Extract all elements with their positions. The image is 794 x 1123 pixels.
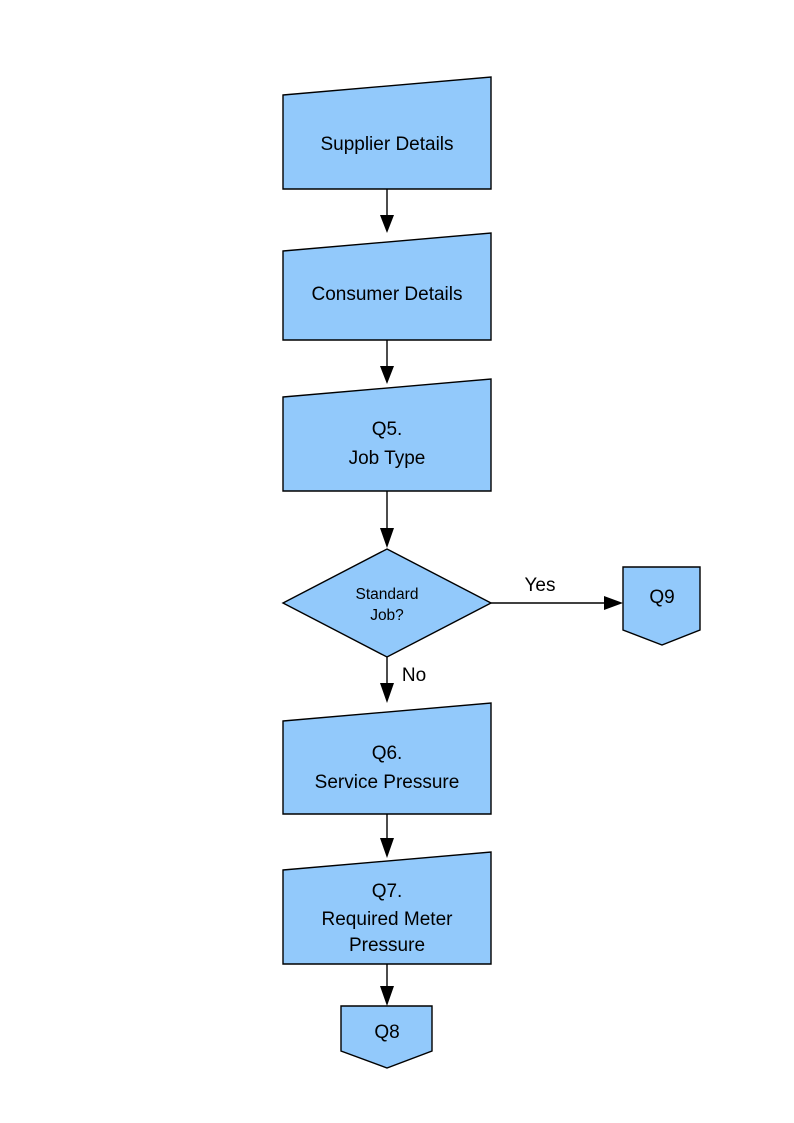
consumer-details-shape[interactable] xyxy=(282,232,492,341)
edge-q5-to-decision xyxy=(380,491,394,548)
q9-shape[interactable] xyxy=(622,566,701,646)
q7-shape[interactable] xyxy=(282,851,492,965)
q5-shape[interactable] xyxy=(282,378,492,492)
node-q7[interactable]: Q7. Required Meter Pressure xyxy=(282,851,492,965)
edge-q6-to-q7-arrowhead xyxy=(380,838,394,858)
q6-label-line1: Q6. xyxy=(372,743,403,764)
edge-label-no: No xyxy=(402,665,426,686)
q5-label-line1: Q5. xyxy=(372,419,403,440)
edge-consumer-to-q5-arrowhead xyxy=(380,366,394,384)
node-q5[interactable]: Q5. Job Type xyxy=(282,378,492,492)
q7-label-line1: Q7. xyxy=(372,881,403,902)
node-q6[interactable]: Q6. Service Pressure xyxy=(282,702,492,815)
node-standard-job-decision[interactable]: Standard Job? xyxy=(281,548,493,658)
edge-label-yes: Yes xyxy=(525,575,556,596)
node-q8[interactable]: Q8 xyxy=(340,1005,433,1069)
edge-q7-to-q8-arrowhead xyxy=(380,986,394,1006)
node-q9[interactable]: Q9 xyxy=(622,566,701,646)
q8-label: Q8 xyxy=(374,1022,399,1043)
edge-decision-to-q6: No xyxy=(380,657,426,703)
edge-decision-to-q6-arrowhead xyxy=(380,683,394,703)
q8-shape[interactable] xyxy=(340,1005,433,1069)
node-consumer-details[interactable]: Consumer Details xyxy=(282,232,492,341)
edge-consumer-to-q5 xyxy=(380,340,394,384)
q6-shape[interactable] xyxy=(282,702,492,815)
q5-label-line2: Job Type xyxy=(349,448,426,469)
edge-supplier-to-consumer-arrowhead xyxy=(380,215,394,233)
supplier-details-shape[interactable] xyxy=(282,76,492,190)
edge-q5-to-decision-arrowhead xyxy=(380,528,394,548)
q6-label-line2: Service Pressure xyxy=(315,772,460,793)
node-supplier-details[interactable]: Supplier Details xyxy=(282,76,492,190)
consumer-details-label: Consumer Details xyxy=(312,284,463,305)
q9-label: Q9 xyxy=(649,587,674,608)
q7-label-line2: Required Meter xyxy=(322,909,454,930)
edge-decision-to-q9: Yes xyxy=(491,575,623,610)
edge-decision-to-q9-arrowhead xyxy=(604,596,623,610)
supplier-details-label: Supplier Details xyxy=(320,134,453,155)
q7-label-line3: Pressure xyxy=(349,935,425,956)
standard-job-label-line1: Standard xyxy=(356,586,419,603)
edge-q6-to-q7 xyxy=(380,814,394,858)
edge-supplier-to-consumer xyxy=(380,189,394,233)
edge-q7-to-q8 xyxy=(380,964,394,1006)
standard-job-label-line2: Job? xyxy=(370,607,404,624)
